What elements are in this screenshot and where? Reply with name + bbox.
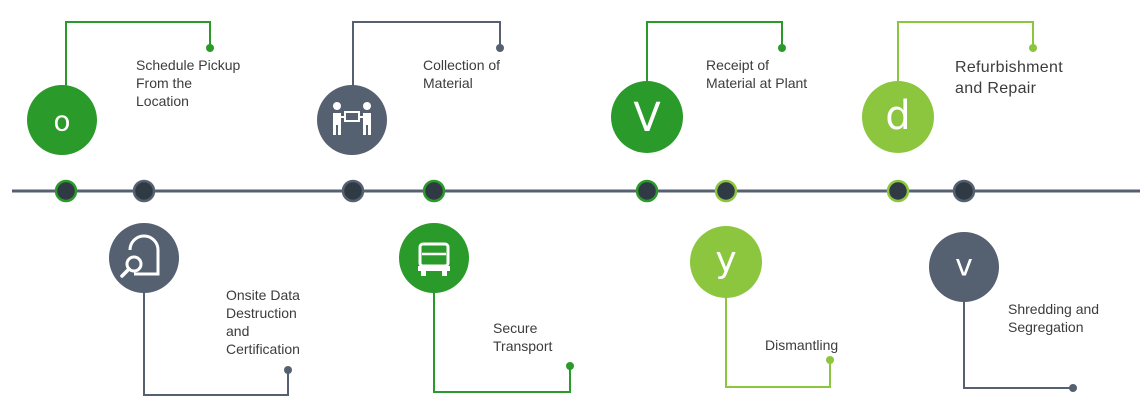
step-label-dismantling: Dismantling <box>765 337 839 353</box>
axis-node-2 <box>132 179 156 203</box>
end-dot-8 <box>1069 384 1077 392</box>
axis-node-5 <box>635 179 659 203</box>
letter-o-icon: o <box>27 85 97 155</box>
step-label-schedule-pickup: Schedule Pickup From the Location <box>136 57 241 109</box>
connector-step-4 <box>433 292 571 393</box>
axis-node-8 <box>952 179 976 203</box>
step-label-shredding-and-segregation: Shredding and Segregation <box>1008 301 1100 335</box>
magnify-document-icon <box>109 223 179 293</box>
step-label-refurbishment-and-repair: Refurbishment and Repair <box>955 59 1063 97</box>
axis-node-7 <box>886 179 910 203</box>
letter-v-icon: V <box>611 81 683 153</box>
end-dot-2 <box>284 366 292 374</box>
svg-text:y: y <box>715 240 736 281</box>
svg-text:d: d <box>885 93 910 139</box>
letter-v-small-icon: v <box>929 232 999 302</box>
svg-text:o: o <box>53 105 70 138</box>
end-dot-6 <box>826 356 834 364</box>
svg-text:v: v <box>955 249 973 284</box>
people-handover-icon <box>317 85 387 155</box>
letter-d-icon: d <box>862 81 934 153</box>
connector-step-5 <box>646 21 783 118</box>
letter-y-icon: y <box>690 226 762 298</box>
step-label-onsite-data-destruction: Onsite Data Destruction and Certificatio… <box>226 287 300 357</box>
axis-node-4 <box>422 179 446 203</box>
svg-text:V: V <box>633 95 661 141</box>
connector-step-8 <box>963 295 1073 389</box>
end-dot-5 <box>778 44 786 52</box>
axis-node-3 <box>341 179 365 203</box>
step-label-collection-of-material: Collection of Material <box>423 57 501 91</box>
connector-step-1 <box>65 21 211 118</box>
axis-node-6 <box>714 179 738 203</box>
connector-step-2 <box>143 285 289 396</box>
step-label-receipt-of-material: Receipt of Material at Plant <box>706 57 808 91</box>
end-dot-4 <box>566 362 574 370</box>
connector-step-6 <box>725 290 831 388</box>
step-label-secure-transport: Secure Transport <box>493 320 553 354</box>
connector-step-3 <box>352 21 501 118</box>
truck-icon <box>399 223 469 293</box>
connector-step-7 <box>897 21 1034 118</box>
end-dot-3 <box>496 44 504 52</box>
end-dot-7 <box>1029 44 1037 52</box>
end-dot-1 <box>206 44 214 52</box>
axis-node-1 <box>54 179 78 203</box>
